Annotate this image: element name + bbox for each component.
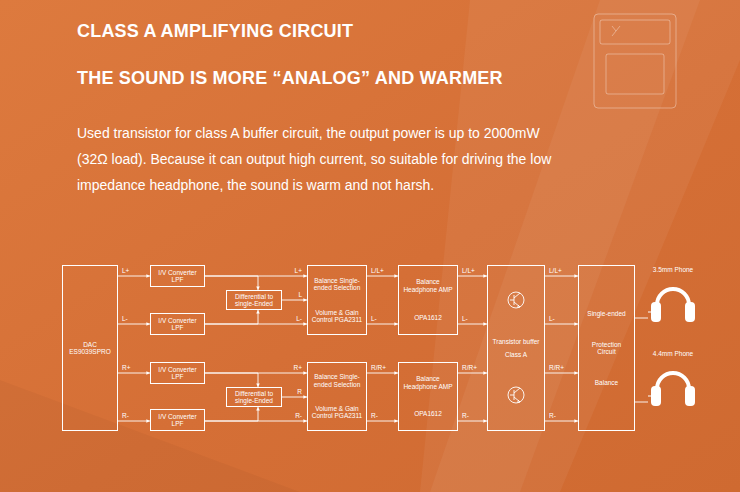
signal-wire [282, 397, 307, 398]
signal-label: L/L+ [371, 268, 384, 275]
signal-wire [458, 276, 487, 277]
block-text: Balance [595, 379, 619, 386]
circuit-block: Transistor bufferClass A [487, 265, 545, 431]
block-text: Class A [505, 351, 527, 358]
process-box: DAC ES9039SPRO [62, 265, 118, 431]
headphone-output: 4.4mm Phone [648, 350, 698, 414]
signal-wire [545, 276, 578, 277]
signal-wire [367, 421, 398, 422]
process-box: Differential to single-Ended [226, 290, 282, 310]
signal-wire [118, 421, 150, 422]
signal-label: R- [295, 413, 302, 420]
signal-label: L- [462, 316, 468, 323]
signal-label: R- [549, 413, 556, 420]
signal-label: L/L+ [549, 268, 562, 275]
signal-label: L+ [295, 268, 302, 275]
process-box: I/V Converter LPF [150, 362, 205, 384]
signal-label: R+ [294, 365, 303, 372]
block-text: 3.5mm Phone [653, 266, 693, 273]
shade-band [0, 380, 300, 492]
signal-label: L- [549, 316, 555, 323]
device-icon [594, 14, 676, 108]
signal-label: L- [296, 316, 302, 323]
circuit-block: Balance Headphone AMP OPA1612 [398, 362, 458, 431]
signal-label: L+ [122, 268, 129, 275]
signal-wire [205, 373, 258, 387]
signal-label: R- [462, 413, 469, 420]
signal-wire [118, 373, 150, 374]
signal-wire [458, 421, 487, 422]
signal-wire [118, 324, 150, 325]
headphone-icon [648, 275, 698, 327]
signal-label: L [298, 292, 302, 299]
heading: CLASS A AMPLIFYING CIRCUIT [77, 21, 353, 42]
description: Used transistor for class A buffer circu… [77, 120, 573, 198]
block-text: Volume & Gain Control PGA2311 [311, 309, 363, 324]
signal-label: R/R+ [549, 365, 564, 372]
signal-wire [205, 310, 258, 324]
process-box: I/V Converter LPF [150, 313, 205, 335]
signal-label: R/R+ [371, 365, 386, 372]
signal-wire [205, 407, 258, 421]
block-text: I/V Converter LPF [154, 413, 201, 428]
headphone-icon [648, 359, 698, 411]
signal-wire [545, 373, 578, 374]
signal-wire [367, 276, 398, 277]
signal-wire [118, 276, 150, 277]
signal-wire [635, 318, 648, 319]
block-text: OPA1612 [414, 314, 442, 321]
block-text: Differential to single-Ended [230, 293, 278, 308]
block-text: I/V Converter LPF [154, 269, 201, 284]
block-text: 4.4mm Phone [653, 350, 693, 357]
signal-wire [545, 421, 578, 422]
signal-label: L- [122, 316, 128, 323]
block-text: Balance Single-ended Selection [311, 373, 363, 388]
circuit-block: Balance Single-ended SelectionVolume & G… [307, 362, 367, 431]
process-box: I/V Converter LPF [150, 409, 205, 431]
signal-label: L/L+ [462, 268, 475, 275]
signal-wire [635, 402, 648, 403]
block-text: Transistor buffer [493, 338, 540, 345]
signal-label: R- [371, 413, 378, 420]
signal-wire [205, 276, 258, 290]
subheading: THE SOUND IS MORE “ANALOG” AND WARMER [77, 68, 503, 89]
signal-label: L- [371, 316, 377, 323]
signal-wire [367, 373, 398, 374]
signal-wire [367, 324, 398, 325]
block-text: I/V Converter LPF [154, 317, 201, 332]
signal-wire [545, 324, 578, 325]
block-text: Balance Headphone AMP [402, 278, 454, 293]
process-box: I/V Converter LPF [150, 265, 205, 287]
circuit-block: Balance Single-ended SelectionVolume & G… [307, 265, 367, 335]
block-text: OPA1612 [414, 410, 442, 417]
block-text: Differential to single-Ended [230, 390, 278, 405]
block-text: I/V Converter LPF [154, 366, 201, 381]
headphone-output: 3.5mm Phone [648, 266, 698, 330]
signal-wire [458, 373, 487, 374]
block-text: Balance Single-ended Selection [311, 277, 363, 292]
block-text: Single-ended [587, 310, 625, 317]
circuit-block: Balance Headphone AMP OPA1612 [398, 265, 458, 335]
signal-label: R [297, 389, 302, 396]
signal-wire [282, 300, 307, 301]
block-text: Balance Headphone AMP [402, 375, 454, 390]
signal-label: R+ [122, 365, 131, 372]
block-text: DAC ES9039SPRO [66, 341, 114, 356]
transistor-symbol [508, 292, 524, 403]
block-text: Protection Circuit [582, 341, 631, 356]
block-text: Volume & Gain Control PGA2311 [311, 405, 363, 420]
signal-label: R- [122, 413, 129, 420]
circuit-block: Single-endedProtection CircuitBalance [578, 265, 635, 431]
signal-label: R/R+ [462, 365, 477, 372]
signal-wire [458, 324, 487, 325]
process-box: Differential to single-Ended [226, 387, 282, 407]
